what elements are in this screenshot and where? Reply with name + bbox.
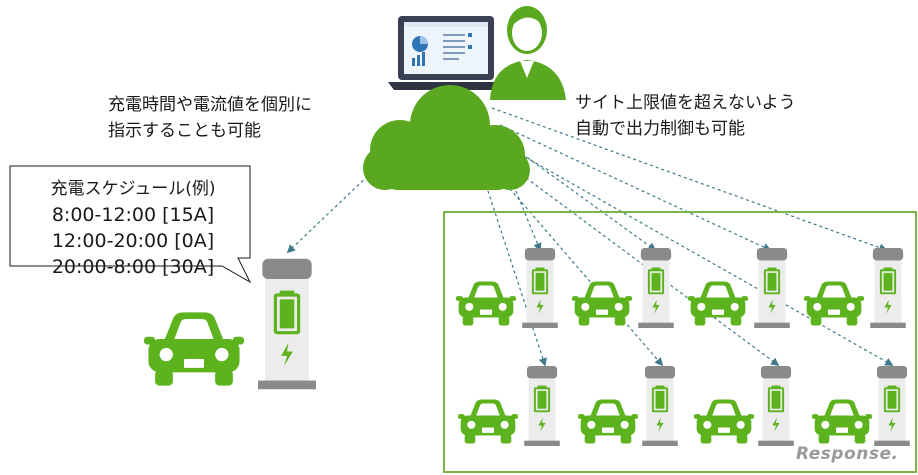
arrow-to-charger-row2-col1 — [485, 184, 547, 367]
schedule-title: 充電スケジュール(例) — [50, 179, 216, 199]
ev-charger-icon — [641, 366, 679, 446]
car-icon — [144, 312, 244, 386]
watermark: Response. — [796, 444, 899, 464]
car-icon — [688, 281, 748, 326]
car-icon — [458, 399, 518, 444]
schedule-entry: 20:00-8:00 [30A] — [51, 256, 215, 278]
person-icon — [490, 6, 566, 100]
ev-charger-icon — [258, 258, 316, 390]
left-caption: 充電時間や電流値を個別に 指示することも可能 — [108, 92, 312, 144]
car-icon — [578, 399, 638, 444]
ev-charger-icon — [521, 248, 559, 328]
laptop-icon — [388, 16, 504, 90]
arrow-to-charger-row1-col4 — [491, 107, 888, 252]
right-caption-line: 自動で出力制御も可能 — [575, 119, 745, 139]
car-icon — [572, 281, 632, 326]
schedule-entry: 8:00-12:00 [15A] — [51, 204, 215, 226]
ev-charger-icon — [637, 248, 675, 328]
right-caption-line: サイト上限値を超えないよう — [575, 93, 796, 113]
arrow-to-charger-row2-col2 — [497, 174, 664, 367]
ev-charger-icon — [869, 248, 907, 328]
right-caption: サイト上限値を超えないよう 自動で出力制御も可能 — [575, 90, 796, 142]
schedule-entry: 12:00-20:00 [0A] — [51, 230, 215, 252]
cloud-icon — [363, 85, 530, 190]
arrow-to-single-charger — [286, 171, 373, 254]
car-icon — [694, 399, 754, 444]
car-icon — [812, 399, 872, 444]
car-icon — [456, 281, 516, 326]
ev-charger-icon — [523, 366, 561, 446]
left-caption-line: 充電時間や電流値を個別に — [108, 95, 312, 115]
schedule-text: 充電スケジュール(例) 8:00-12:00 [15A] 12:00-20:00… — [14, 176, 252, 280]
control-arrows — [286, 107, 894, 367]
charging-site-frame — [443, 211, 917, 473]
left-caption-line: 指示することも可能 — [108, 121, 261, 141]
ev-charger-icon — [753, 248, 791, 328]
car-icon — [804, 281, 864, 326]
schedule-callout — [9, 165, 252, 284]
arrow-to-charger-row2-col4 — [503, 144, 894, 366]
ev-charger-icon — [757, 366, 795, 446]
arrow-to-charger-row1-col3 — [499, 124, 772, 251]
ev-charger-icon — [873, 366, 911, 446]
arrow-to-charger-row1-col2 — [502, 139, 657, 251]
